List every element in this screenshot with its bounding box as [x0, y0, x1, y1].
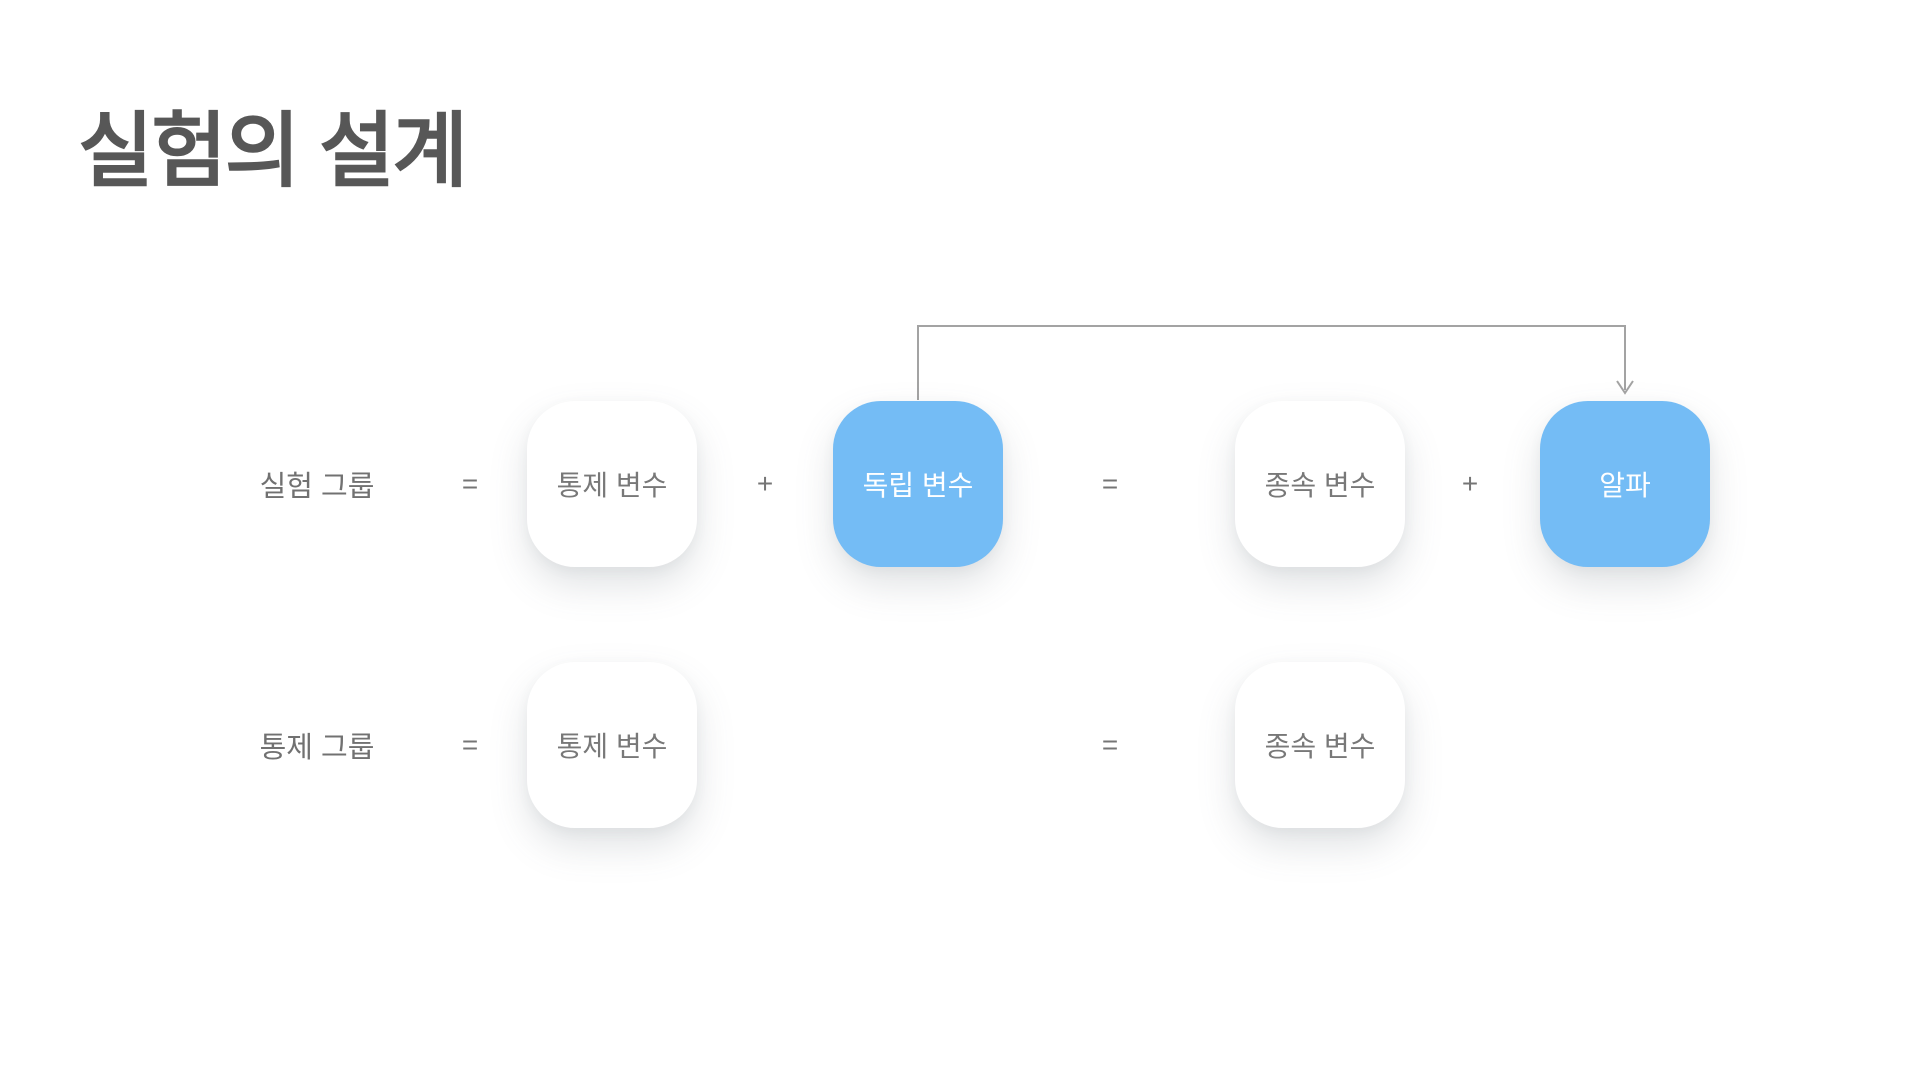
slide-title: 실험의 설계: [78, 106, 468, 197]
connector-arrowhead-icon: [1616, 380, 1634, 395]
row1-box-dependent-variable: 종속 변수: [1235, 401, 1405, 567]
row2-box-control-variable: 통제 변수: [527, 662, 697, 828]
connector-line: [917, 325, 1626, 400]
row2-equals-2: =: [1101, 729, 1119, 760]
row2-box-dependent-variable: 종속 변수: [1235, 662, 1405, 828]
row1-box-control-variable: 통제 변수: [527, 401, 697, 567]
row1-plus-1: +: [756, 468, 774, 499]
row1-equals-1: =: [461, 468, 479, 499]
row2-equals-1: =: [461, 729, 479, 760]
row2-label: 통제 그룹: [259, 732, 375, 764]
row1-equals-2: =: [1101, 468, 1119, 499]
row1-plus-2: +: [1461, 468, 1479, 499]
row1-box-alpha: 알파: [1540, 401, 1710, 567]
row1-label: 실험 그룹: [259, 471, 375, 503]
row1-box-independent-variable: 독립 변수: [833, 401, 1003, 567]
